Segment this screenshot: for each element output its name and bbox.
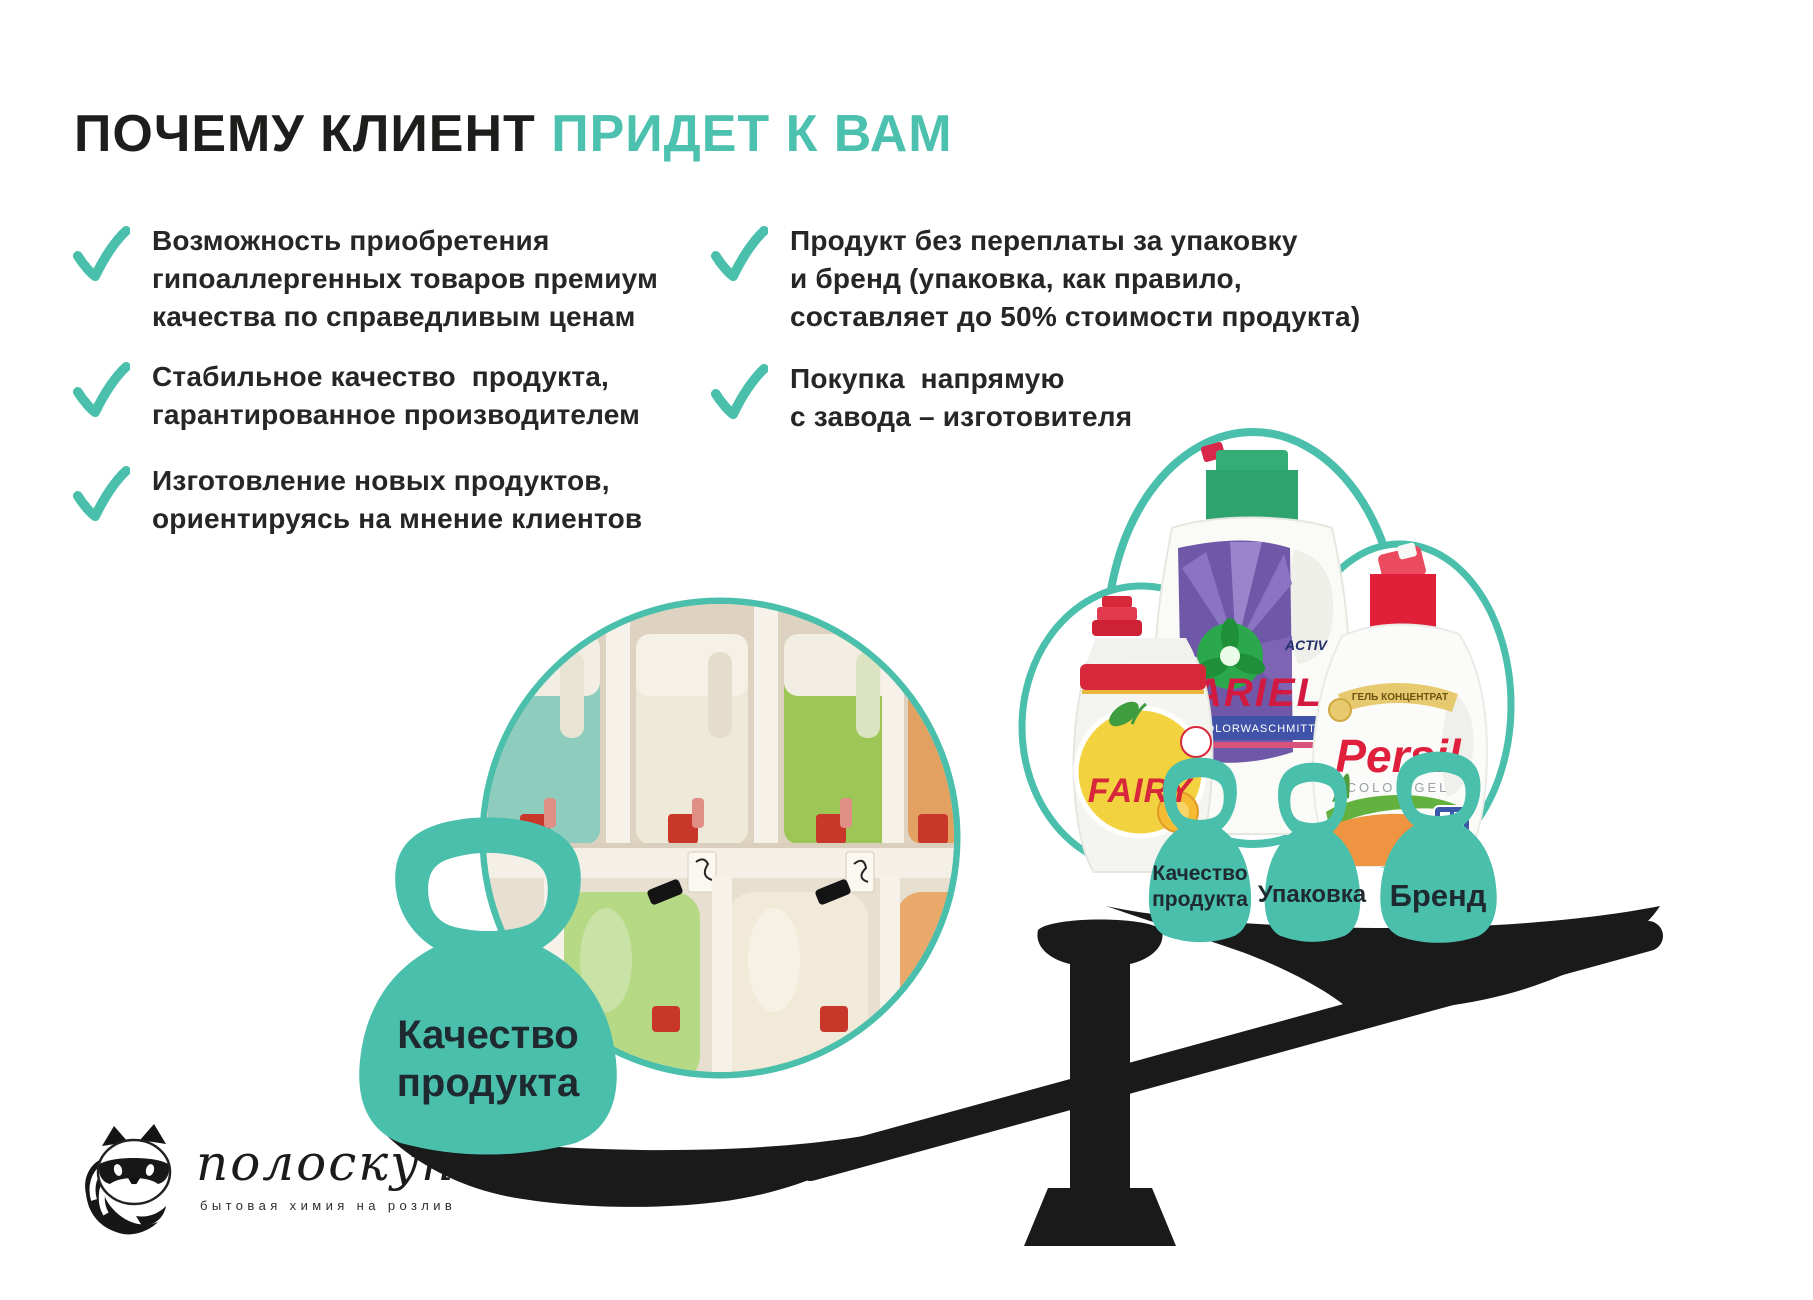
check-icon xyxy=(710,225,768,282)
benefit-item: Стабильное качество продукта, гарантиров… xyxy=(72,358,640,434)
benefit-text: Возможность приобретения гипоаллергенных… xyxy=(152,225,658,332)
kettlebell-label: продукта xyxy=(397,1061,580,1105)
benefit-item: Изготовление новых продуктов, ориентируя… xyxy=(72,462,642,538)
logo-name: полоскун xyxy=(196,1134,457,1192)
benefit-text: Изготовление новых продуктов, ориентируя… xyxy=(152,465,643,534)
kettlebell-quality-left: Качество продукта xyxy=(359,817,617,1155)
kettlebell-quality-right: Качество продукта xyxy=(1148,757,1252,943)
kettlebell-label: Бренд xyxy=(1390,878,1487,913)
page-title-teal: ПРИДЕТ К ВАМ xyxy=(551,105,953,163)
logo-tagline: бытовая химия на розлив xyxy=(200,1198,457,1213)
persil-sub: COLOR GEL xyxy=(1347,780,1450,795)
check-icon xyxy=(72,465,130,522)
kettlebell-packaging: Упаковка xyxy=(1258,762,1367,942)
benefit-item: Продукт без переплаты за упаковку и брен… xyxy=(710,222,1360,336)
persil-banner: ГЕЛЬ КОНЦЕНТРАТ xyxy=(1352,692,1448,703)
check-icon xyxy=(72,361,130,418)
scale-base xyxy=(1024,1188,1176,1246)
ariel-name: ARIEL xyxy=(1192,671,1323,715)
page-title-black: ПОЧЕМУ КЛИЕНТ xyxy=(74,105,536,163)
ariel-tagline: ACTIV xyxy=(1284,637,1329,653)
kettlebell-label: продукта xyxy=(1152,888,1248,911)
page-title: ПОЧЕМУ КЛИЕНТ ПРИДЕТ К ВАМ xyxy=(74,104,953,164)
benefit-item: Возможность приобретения гипоаллергенных… xyxy=(72,222,658,336)
kettlebell-label: Упаковка xyxy=(1258,881,1367,908)
kettlebell-label: Качество xyxy=(1152,862,1247,885)
raccoon-icon xyxy=(85,1124,172,1235)
ariel-banner: COLORWASCHMITTEL xyxy=(1197,723,1332,735)
kettlebell-brand: Бренд xyxy=(1380,751,1497,943)
benefit-text: Стабильное качество продукта, гарантиров… xyxy=(152,361,641,430)
benefit-item: Покупка напрямую с завода – изготовителя xyxy=(710,360,1132,436)
kettlebell-label: Качество xyxy=(397,1013,578,1057)
benefit-text: Покупка напрямую с завода – изготовителя xyxy=(790,363,1133,432)
check-icon xyxy=(710,363,768,420)
scale-pillar xyxy=(1024,919,1176,1246)
shelf-tag xyxy=(687,851,875,893)
benefit-text: Продукт без переплаты за упаковку и брен… xyxy=(790,225,1361,332)
check-icon xyxy=(72,225,130,282)
jug-top-row xyxy=(488,634,954,844)
right-pan xyxy=(1106,906,1660,1020)
left-pan xyxy=(370,1118,886,1207)
